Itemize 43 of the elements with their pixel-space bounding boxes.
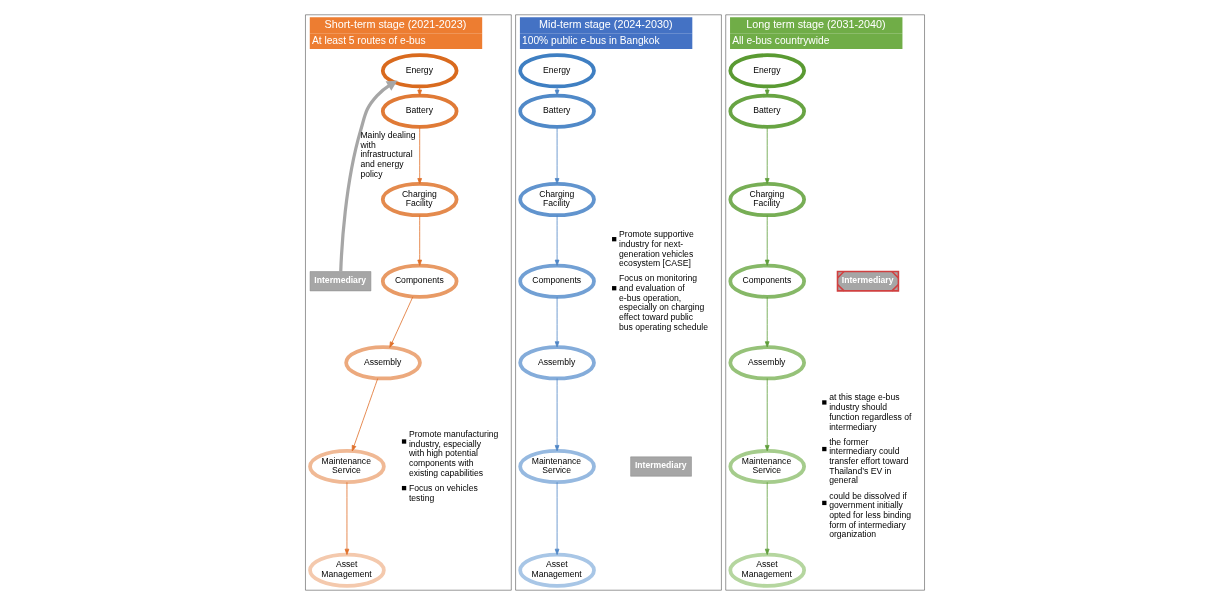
arrow — [554, 481, 559, 555]
arrow — [554, 86, 559, 96]
node-box: Intermediary — [309, 271, 371, 292]
arrow — [764, 481, 769, 555]
node-ellipse: Components — [380, 263, 458, 299]
node-ellipse: Asset Management — [517, 552, 596, 588]
node-ellipse: Maintenance Service — [307, 449, 386, 485]
node-text: at this stage e-bus industry should function regardless of intermediary the former intermediary could transfer effort toward Thailand’s EV in general could be dissolved if government initially opted for less binding form of intermediary organization — [828, 392, 911, 540]
arrow — [388, 296, 413, 348]
node-ellipse: Charging Facility — [380, 182, 458, 218]
arrow — [764, 378, 769, 452]
arrow — [554, 378, 559, 452]
arrow — [416, 214, 422, 266]
arrow — [554, 214, 559, 266]
node-ellipse: Maintenance Service — [517, 449, 596, 485]
arrow — [764, 126, 769, 185]
node-ellipse: Asset Management — [307, 552, 386, 588]
node-ellipse: Assembly — [727, 345, 806, 381]
node-ellipse: Charging Facility — [727, 182, 806, 218]
arrow — [554, 126, 559, 185]
arrow — [416, 126, 422, 185]
arrow — [764, 296, 769, 348]
node-text: Promote supportive industry for next-generation vehicles ecosystem [CASE] Focus on monitoring and evaluation of e-bus operation, especially on charging effect toward public bus operating schedule — [618, 229, 708, 332]
node-ellipse: Components — [727, 263, 806, 299]
node-ellipse: Battery — [727, 93, 806, 129]
node-text: Promote manufacturing industry, especially with high potential components with existing capabilities Focus on vehicles testing — [408, 429, 498, 503]
arrow — [338, 80, 397, 272]
node-ellipse: Battery — [380, 93, 458, 129]
arrow — [344, 481, 349, 555]
node-ellipse: Assembly — [517, 345, 596, 381]
edge-label: Mainly dealing with infrastructural and energy policy — [359, 130, 415, 179]
node-ellipse: Assembly — [343, 345, 422, 381]
arrow — [351, 378, 378, 452]
node-ellipse: Components — [517, 263, 596, 299]
arrow — [554, 296, 559, 348]
arrow — [416, 86, 422, 96]
node-box: Intermediary — [629, 456, 692, 477]
node-ellipse: Charging Facility — [517, 182, 596, 218]
node-ellipse: Battery — [517, 93, 596, 129]
node-ellipse: Asset Management — [727, 552, 806, 588]
arrow — [764, 86, 769, 96]
arrow — [764, 214, 769, 266]
node-ellipse: Maintenance Service — [727, 449, 806, 485]
